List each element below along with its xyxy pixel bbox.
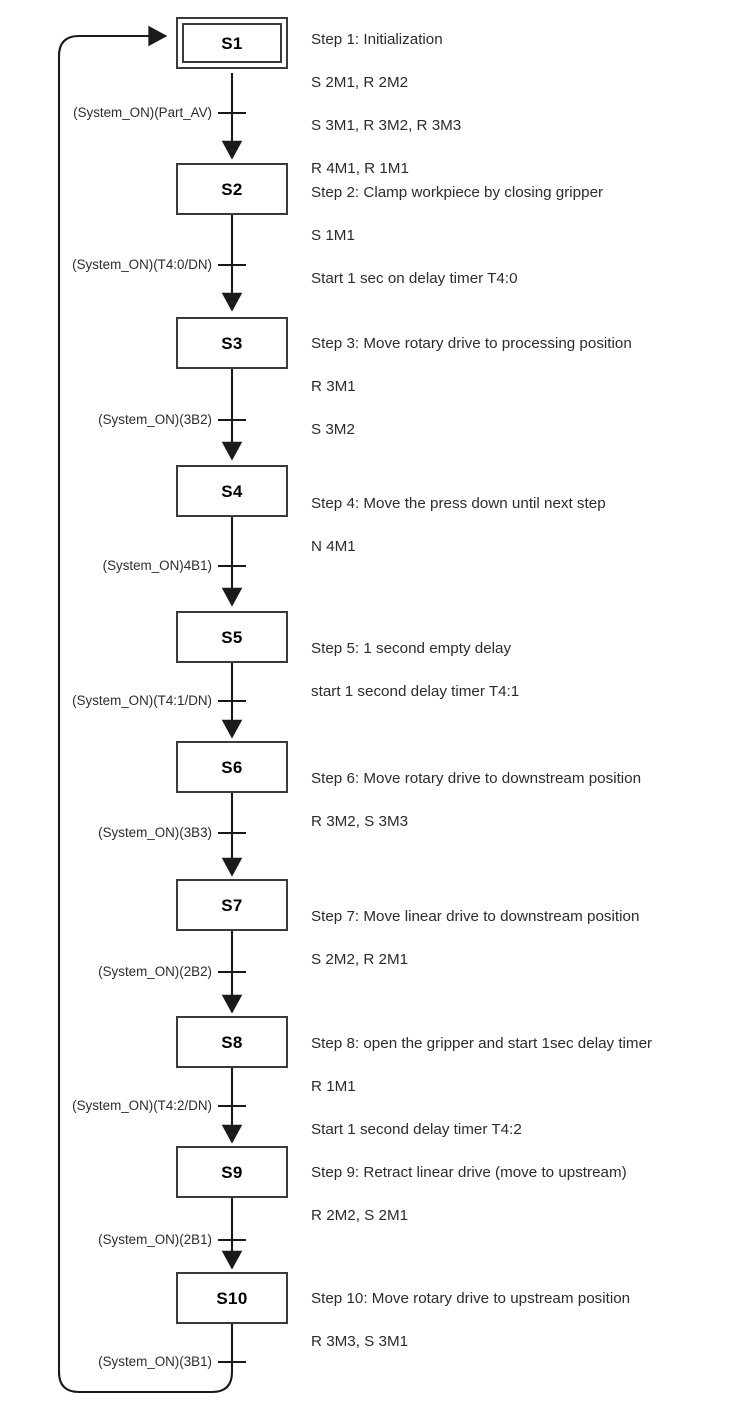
step-label-s7: S7: [221, 895, 243, 915]
step-description-s6: Step 6: Move rotary drive to downstream …: [311, 746, 723, 854]
step-description-line: N 4M1: [311, 537, 356, 555]
step-description-line: R 3M3, S 3M1: [311, 1332, 409, 1350]
step-description-line: Start 1 second delay timer T4:2: [311, 1120, 522, 1138]
step-description-line: Step 7: Move linear drive to downstream …: [311, 907, 640, 925]
step-description-line: Step 2: Clamp workpiece by closing gripp…: [311, 183, 604, 201]
step-description-s4: Step 4: Move the press down until next s…: [311, 471, 723, 579]
step-description-line: Step 5: 1 second empty delay: [311, 639, 512, 657]
step-box-s8[interactable]: S8: [176, 1016, 288, 1068]
step-box-s10[interactable]: S10: [176, 1272, 288, 1324]
step-description-line: Step 3: Move rotary drive to processing …: [311, 334, 632, 352]
transition-label-s9-s10: (System_ON)(2B1): [98, 1232, 212, 1247]
step-label-s6: S6: [221, 757, 243, 777]
transition-label-s1-s2: (System_ON)(Part_AV): [73, 105, 212, 120]
step-description-line: S 2M2, R 2M1: [311, 950, 409, 968]
step-description-line: Step 9: Retract linear drive (move to up…: [311, 1163, 627, 1181]
step-description-s1: Step 1: Initialization S 2M1, R 2M2 S 3M…: [311, 7, 723, 201]
step-description-line: Start 1 sec on delay timer T4:0: [311, 269, 518, 287]
step-description-s7: Step 7: Move linear drive to downstream …: [311, 884, 723, 992]
step-box-s7[interactable]: S7: [176, 879, 288, 931]
step-description-s2: Step 2: Clamp workpiece by closing gripp…: [311, 160, 723, 311]
step-description-line: S 3M1, R 3M2, R 3M3: [311, 116, 462, 134]
step-description-line: R 1M1: [311, 1077, 356, 1095]
step-description-line: S 3M2: [311, 420, 355, 438]
step-label-s8: S8: [221, 1032, 243, 1052]
transition-label-s3-s4: (System_ON)(3B2): [98, 412, 212, 427]
step-description-line: Step 4: Move the press down until next s…: [311, 494, 606, 512]
step-label-s3: S3: [221, 333, 243, 353]
step-description-line: R 2M2, S 2M1: [311, 1206, 409, 1224]
step-label-s1: S1: [221, 33, 243, 53]
step-label-s4: S4: [221, 481, 243, 501]
step-box-s3[interactable]: S3: [176, 317, 288, 369]
transition-label-s5-s6: (System_ON)(T4:1/DN): [72, 693, 212, 708]
step-description-line: S 2M1, R 2M2: [311, 73, 409, 91]
step-box-s9[interactable]: S9: [176, 1146, 288, 1198]
step-description-s8: Step 8: open the gripper and start 1sec …: [311, 1011, 723, 1162]
step-description-s9: Step 9: Retract linear drive (move to up…: [311, 1140, 723, 1248]
step-description-line: R 3M2, S 3M3: [311, 812, 409, 830]
step-label-s9: S9: [221, 1162, 243, 1182]
step-box-s2[interactable]: S2: [176, 163, 288, 215]
step-description-line: Step 8: open the gripper and start 1sec …: [311, 1034, 653, 1052]
step-description-line: S 1M1: [311, 226, 355, 244]
step-description-s5: Step 5: 1 second empty delay start 1 sec…: [311, 616, 723, 724]
step-box-s5[interactable]: S5: [176, 611, 288, 663]
step-box-s4[interactable]: S4: [176, 465, 288, 517]
step-label-s10: S10: [216, 1288, 248, 1308]
step-box-s6[interactable]: S6: [176, 741, 288, 793]
step-description-line: Step 6: Move rotary drive to downstream …: [311, 769, 642, 787]
transition-label-s10-s1: (System_ON)(3B1): [98, 1354, 212, 1369]
step-description-line: Step 1: Initialization: [311, 30, 443, 48]
step-description-line: R 4M1, R 1M1: [311, 159, 409, 177]
step-box-s1-inner-frame: S1: [182, 23, 282, 63]
step-description-line: start 1 second delay timer T4:1: [311, 682, 520, 700]
step-description-s10: Step 10: Move rotary drive to upstream p…: [311, 1266, 723, 1374]
transition-label-s4-s5: (System_ON)4B1): [102, 558, 212, 573]
step-label-s2: S2: [221, 179, 243, 199]
step-description-line: R 3M1: [311, 377, 356, 395]
transition-label-s6-s7: (System_ON)(3B3): [98, 825, 212, 840]
step-description-line: Step 10: Move rotary drive to upstream p…: [311, 1289, 631, 1307]
step-description-s3: Step 3: Move rotary drive to processing …: [311, 311, 723, 462]
step-label-s5: S5: [221, 627, 243, 647]
transition-label-s8-s9: (System_ON)(T4:2/DN): [72, 1098, 212, 1113]
step-box-s1[interactable]: S1: [176, 17, 288, 69]
transition-label-s7-s8: (System_ON)(2B2): [98, 964, 212, 979]
transition-label-s2-s3: (System_ON)(T4:0/DN): [72, 257, 212, 272]
